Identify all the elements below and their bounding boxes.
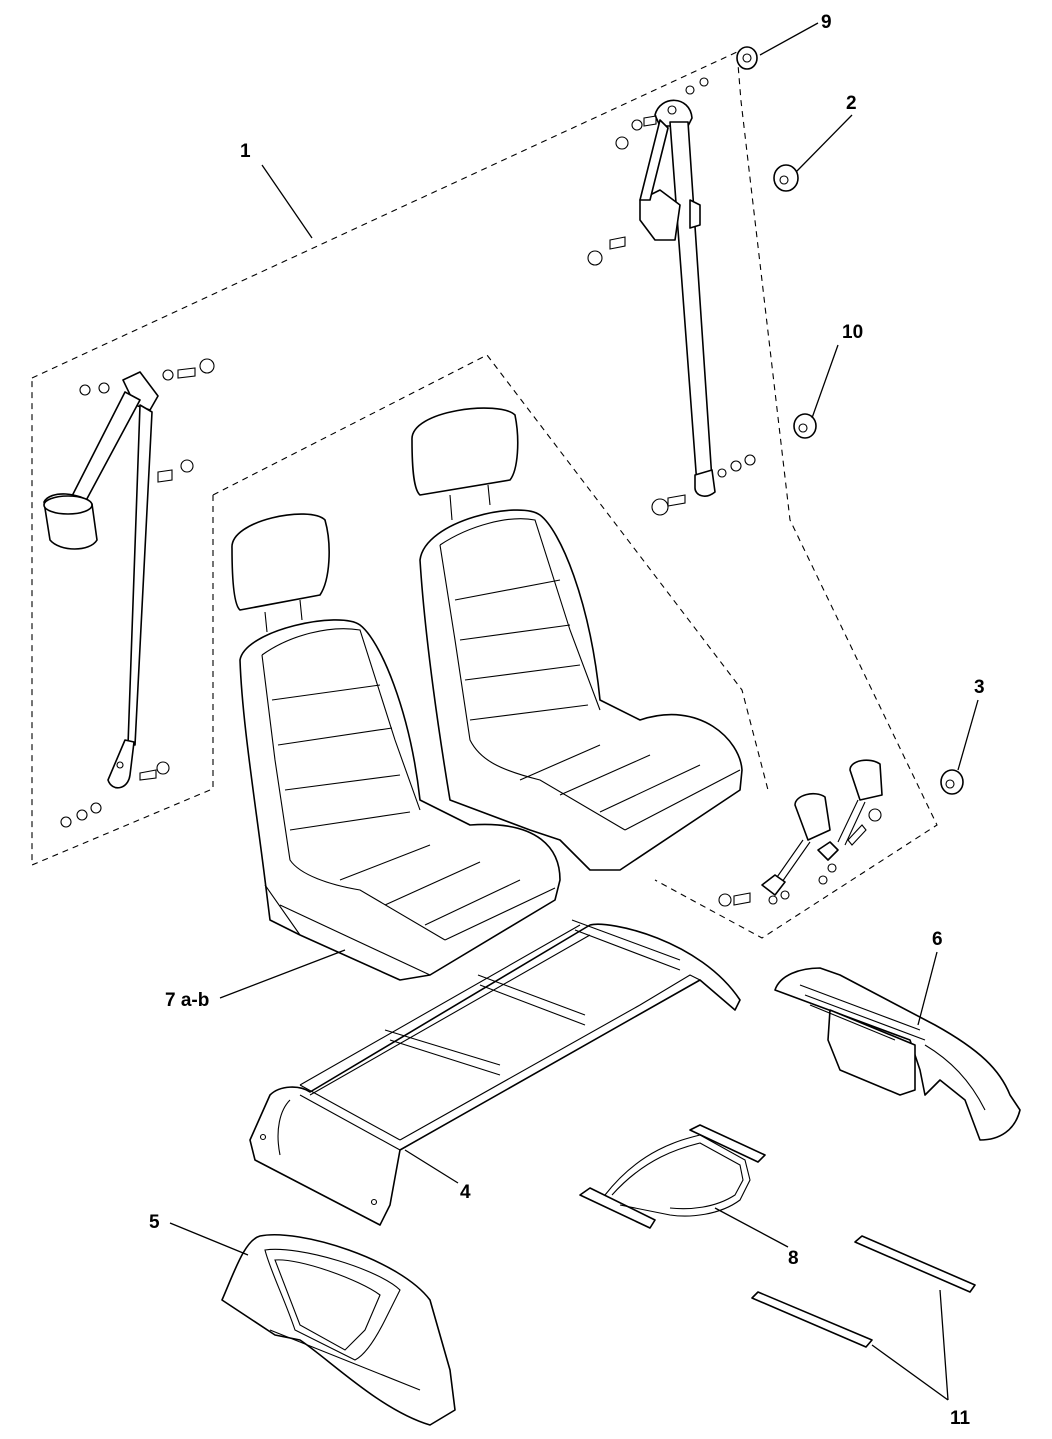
seatbelt-group-outline	[31, 51, 938, 939]
seat-base-cover-6	[774, 967, 1021, 1141]
seat-rear	[411, 407, 743, 871]
seat-front	[231, 513, 561, 981]
leader-11	[871, 1289, 949, 1401]
leader-4	[404, 1149, 459, 1184]
leader-8	[714, 1207, 789, 1248]
leader-6	[917, 951, 938, 1026]
spacer-2	[773, 164, 799, 192]
leader-3	[957, 699, 979, 771]
spacer-9	[736, 46, 758, 70]
callout-11: 11	[950, 1408, 971, 1429]
spacer-3	[940, 769, 964, 795]
seat-rails-11	[751, 1235, 976, 1348]
callout-6: 6	[932, 929, 943, 950]
leader-1	[261, 164, 313, 239]
callout-1: 1	[240, 141, 251, 162]
callout-9: 9	[821, 12, 832, 33]
callout-2: 2	[846, 93, 857, 114]
callout-labels: 1 2 3 4 5 6 7 a-b 8 9 10 11	[149, 12, 985, 1429]
leader-lines	[169, 22, 979, 1401]
seat-side-panel-5	[221, 1234, 456, 1426]
mounting-bracket-8	[579, 1124, 766, 1229]
seat-group-outline	[212, 354, 769, 791]
spacer-10	[793, 413, 817, 439]
seatbelt-buckles	[718, 759, 883, 907]
right-seatbelt-assembly	[587, 77, 756, 516]
seat-frame	[249, 919, 741, 1226]
leader-2	[795, 114, 853, 173]
callout-8: 8	[788, 1248, 799, 1269]
callout-4: 4	[460, 1182, 471, 1203]
left-seatbelt-assembly	[43, 358, 215, 828]
leader-5	[169, 1222, 249, 1256]
callout-5: 5	[149, 1212, 160, 1233]
leader-9	[759, 22, 819, 56]
leader-10	[811, 344, 839, 419]
callout-3: 3	[974, 677, 985, 698]
leader-7	[219, 949, 346, 999]
callout-10: 10	[842, 322, 863, 343]
callout-7: 7 a-b	[165, 990, 209, 1011]
